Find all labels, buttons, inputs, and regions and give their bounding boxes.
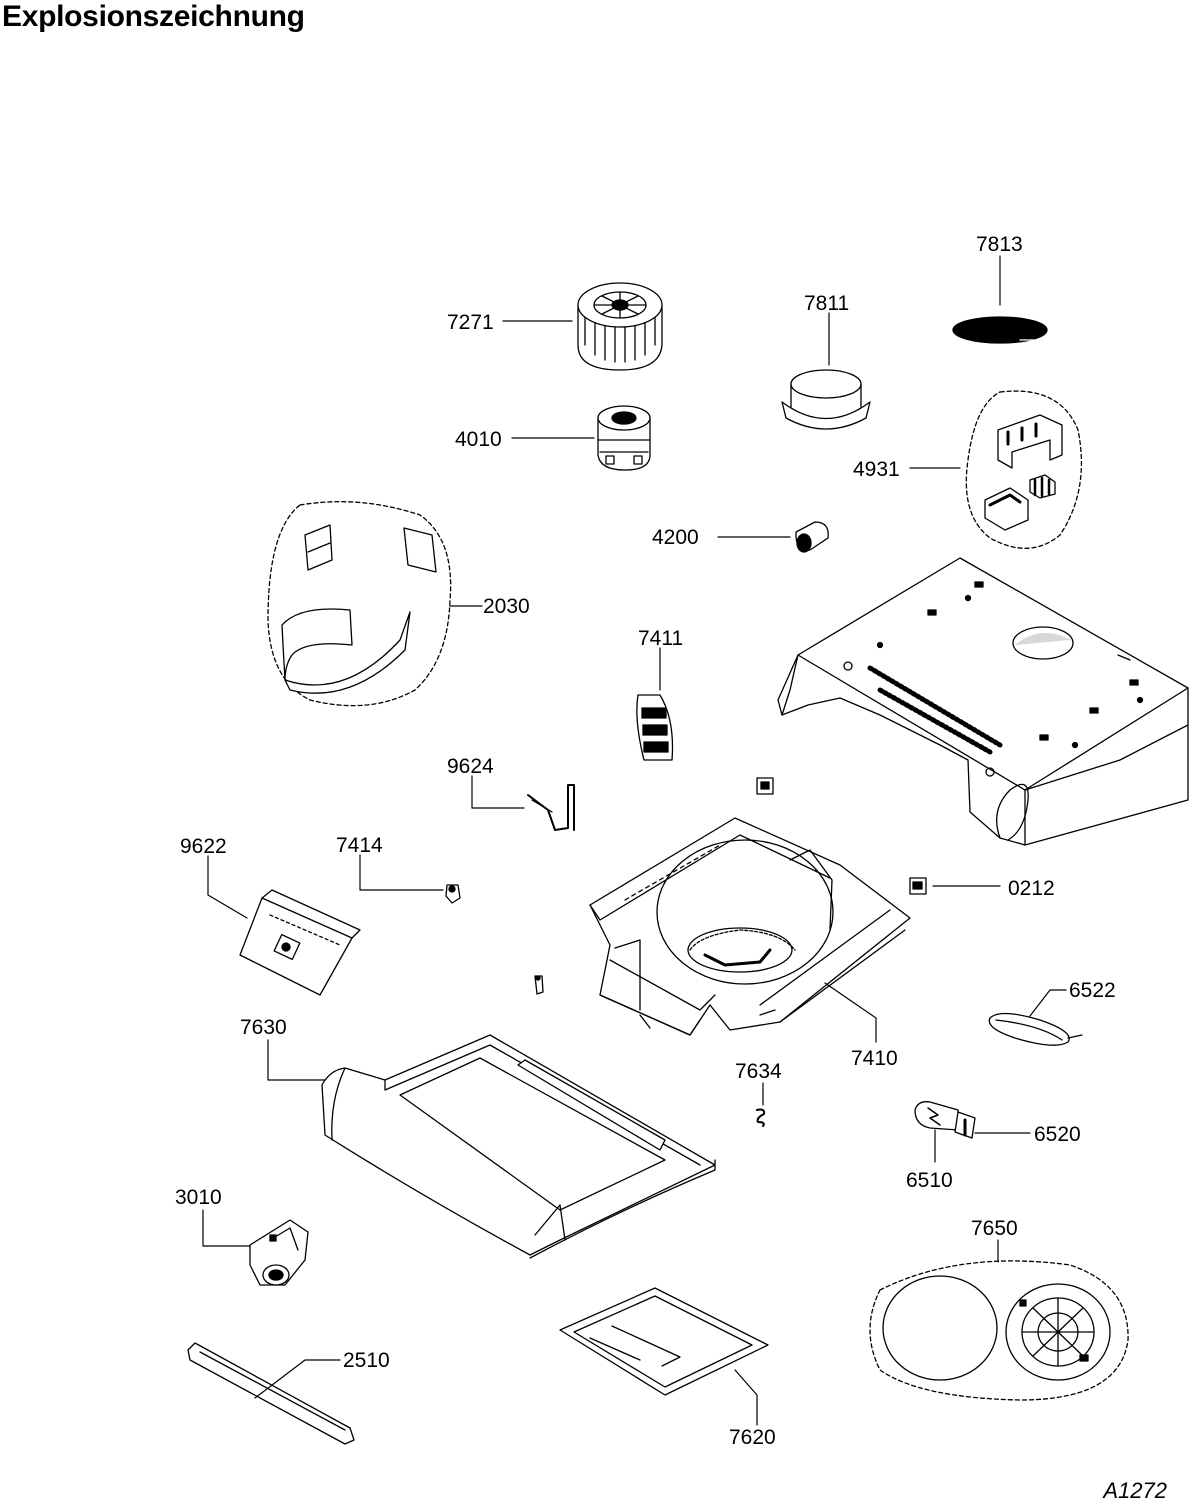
spring-clip [527, 784, 575, 831]
switch-set [965, 390, 1083, 549]
part-label-7411: 7411 [638, 627, 683, 650]
part-label-6510: 6510 [906, 1169, 953, 1192]
part-label-7630: 7630 [240, 1016, 287, 1039]
fan-housing [589, 817, 911, 1036]
spring [756, 1108, 766, 1127]
part-label-7650: 7650 [971, 1217, 1018, 1240]
hood-body [777, 557, 1189, 846]
filter-set [869, 1260, 1129, 1401]
part-label-9622: 9622 [180, 835, 227, 858]
small-screw [534, 975, 544, 995]
grease-filter [559, 1287, 769, 1396]
control-unit [239, 889, 361, 996]
part-label-2030: 2030 [483, 595, 530, 618]
drawing-code: A1272 [1103, 1478, 1167, 1503]
clip-upper [756, 777, 774, 795]
lamp-cover [988, 1012, 1083, 1046]
screw [445, 884, 461, 904]
front-panel [321, 1034, 716, 1259]
part-label-2510: 2510 [343, 1349, 390, 1372]
leader-lines [202, 255, 1067, 1426]
part-label-0212: 0212 [1008, 877, 1055, 900]
part-label-6520: 6520 [1034, 1123, 1081, 1146]
duct-collar [781, 369, 871, 430]
part-label-7271: 7271 [447, 311, 494, 334]
clip [909, 877, 927, 895]
motor [597, 405, 651, 471]
part-label-9624: 9624 [447, 755, 494, 778]
switch [249, 1219, 309, 1286]
page-title: Explosionszeichnung [2, 0, 305, 33]
part-label-7813: 7813 [976, 233, 1023, 256]
part-labels: 7271 7811 7813 4010 4931 4200 2030 7411 … [175, 233, 1116, 1449]
blower-wheel [577, 282, 663, 371]
black-seal [952, 316, 1048, 344]
insulation-set [267, 501, 452, 707]
part-label-4200: 4200 [652, 526, 699, 549]
part-label-7634: 7634 [735, 1060, 782, 1083]
capacitor [795, 521, 829, 553]
lamp-socket [954, 1111, 976, 1139]
part-label-4010: 4010 [455, 428, 502, 451]
part-label-7414: 7414 [336, 834, 383, 857]
part-label-3010: 3010 [175, 1186, 222, 1209]
part-label-6522: 6522 [1069, 979, 1116, 1002]
part-label-7410: 7410 [851, 1047, 898, 1070]
part-label-7620: 7620 [729, 1426, 776, 1449]
part-label-7811: 7811 [804, 292, 849, 315]
handle-strip [187, 1342, 355, 1445]
part-label-4931: 4931 [853, 458, 900, 481]
flap [636, 694, 674, 761]
lamp [914, 1101, 959, 1131]
